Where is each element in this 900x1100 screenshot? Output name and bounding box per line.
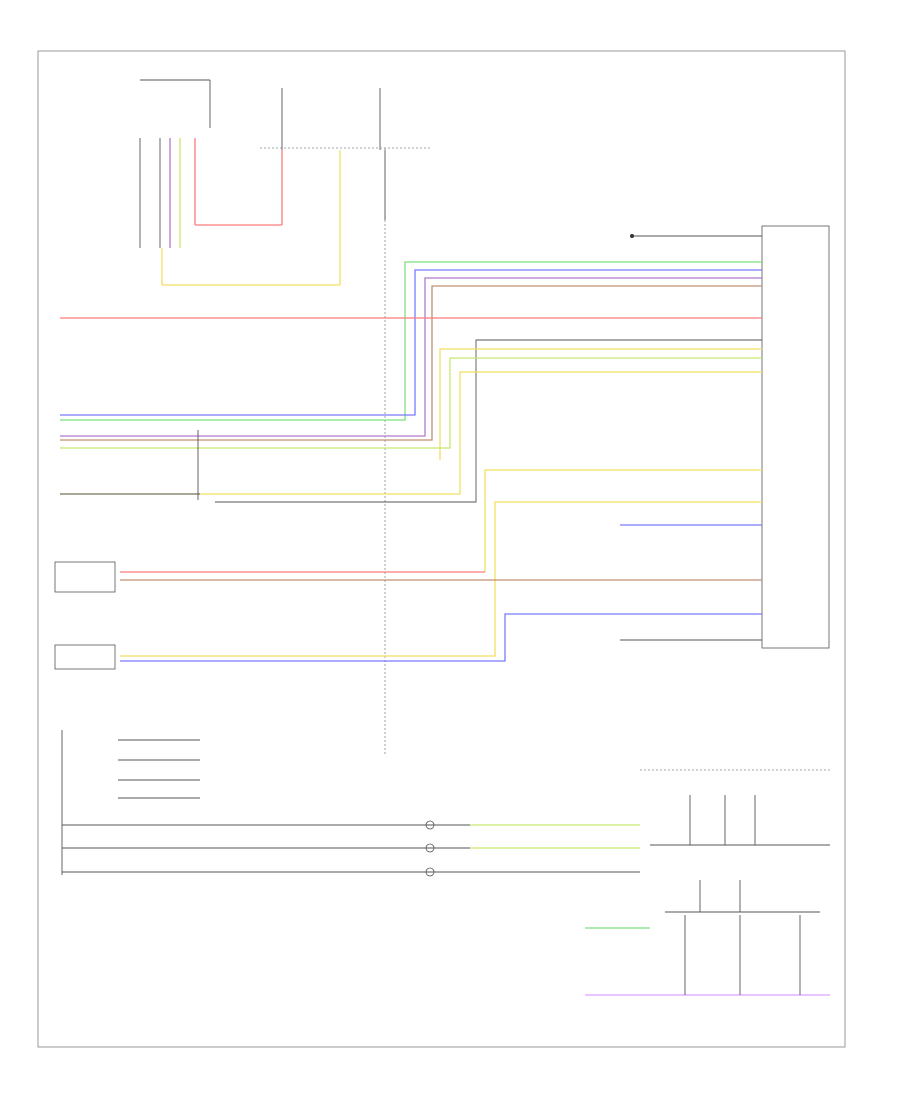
clock-spring (425, 820, 640, 877)
module-right (761, 225, 830, 649)
diagram-frame (37, 50, 846, 1048)
rf-switch (54, 644, 116, 670)
right-connectors (120, 469, 762, 662)
upper-bundle (60, 261, 762, 503)
steering-switch-right (640, 769, 830, 913)
top-left-module (139, 79, 211, 248)
lower-left-module (61, 730, 640, 875)
lf-switch (54, 561, 116, 593)
steering-switch-lower (585, 915, 830, 996)
